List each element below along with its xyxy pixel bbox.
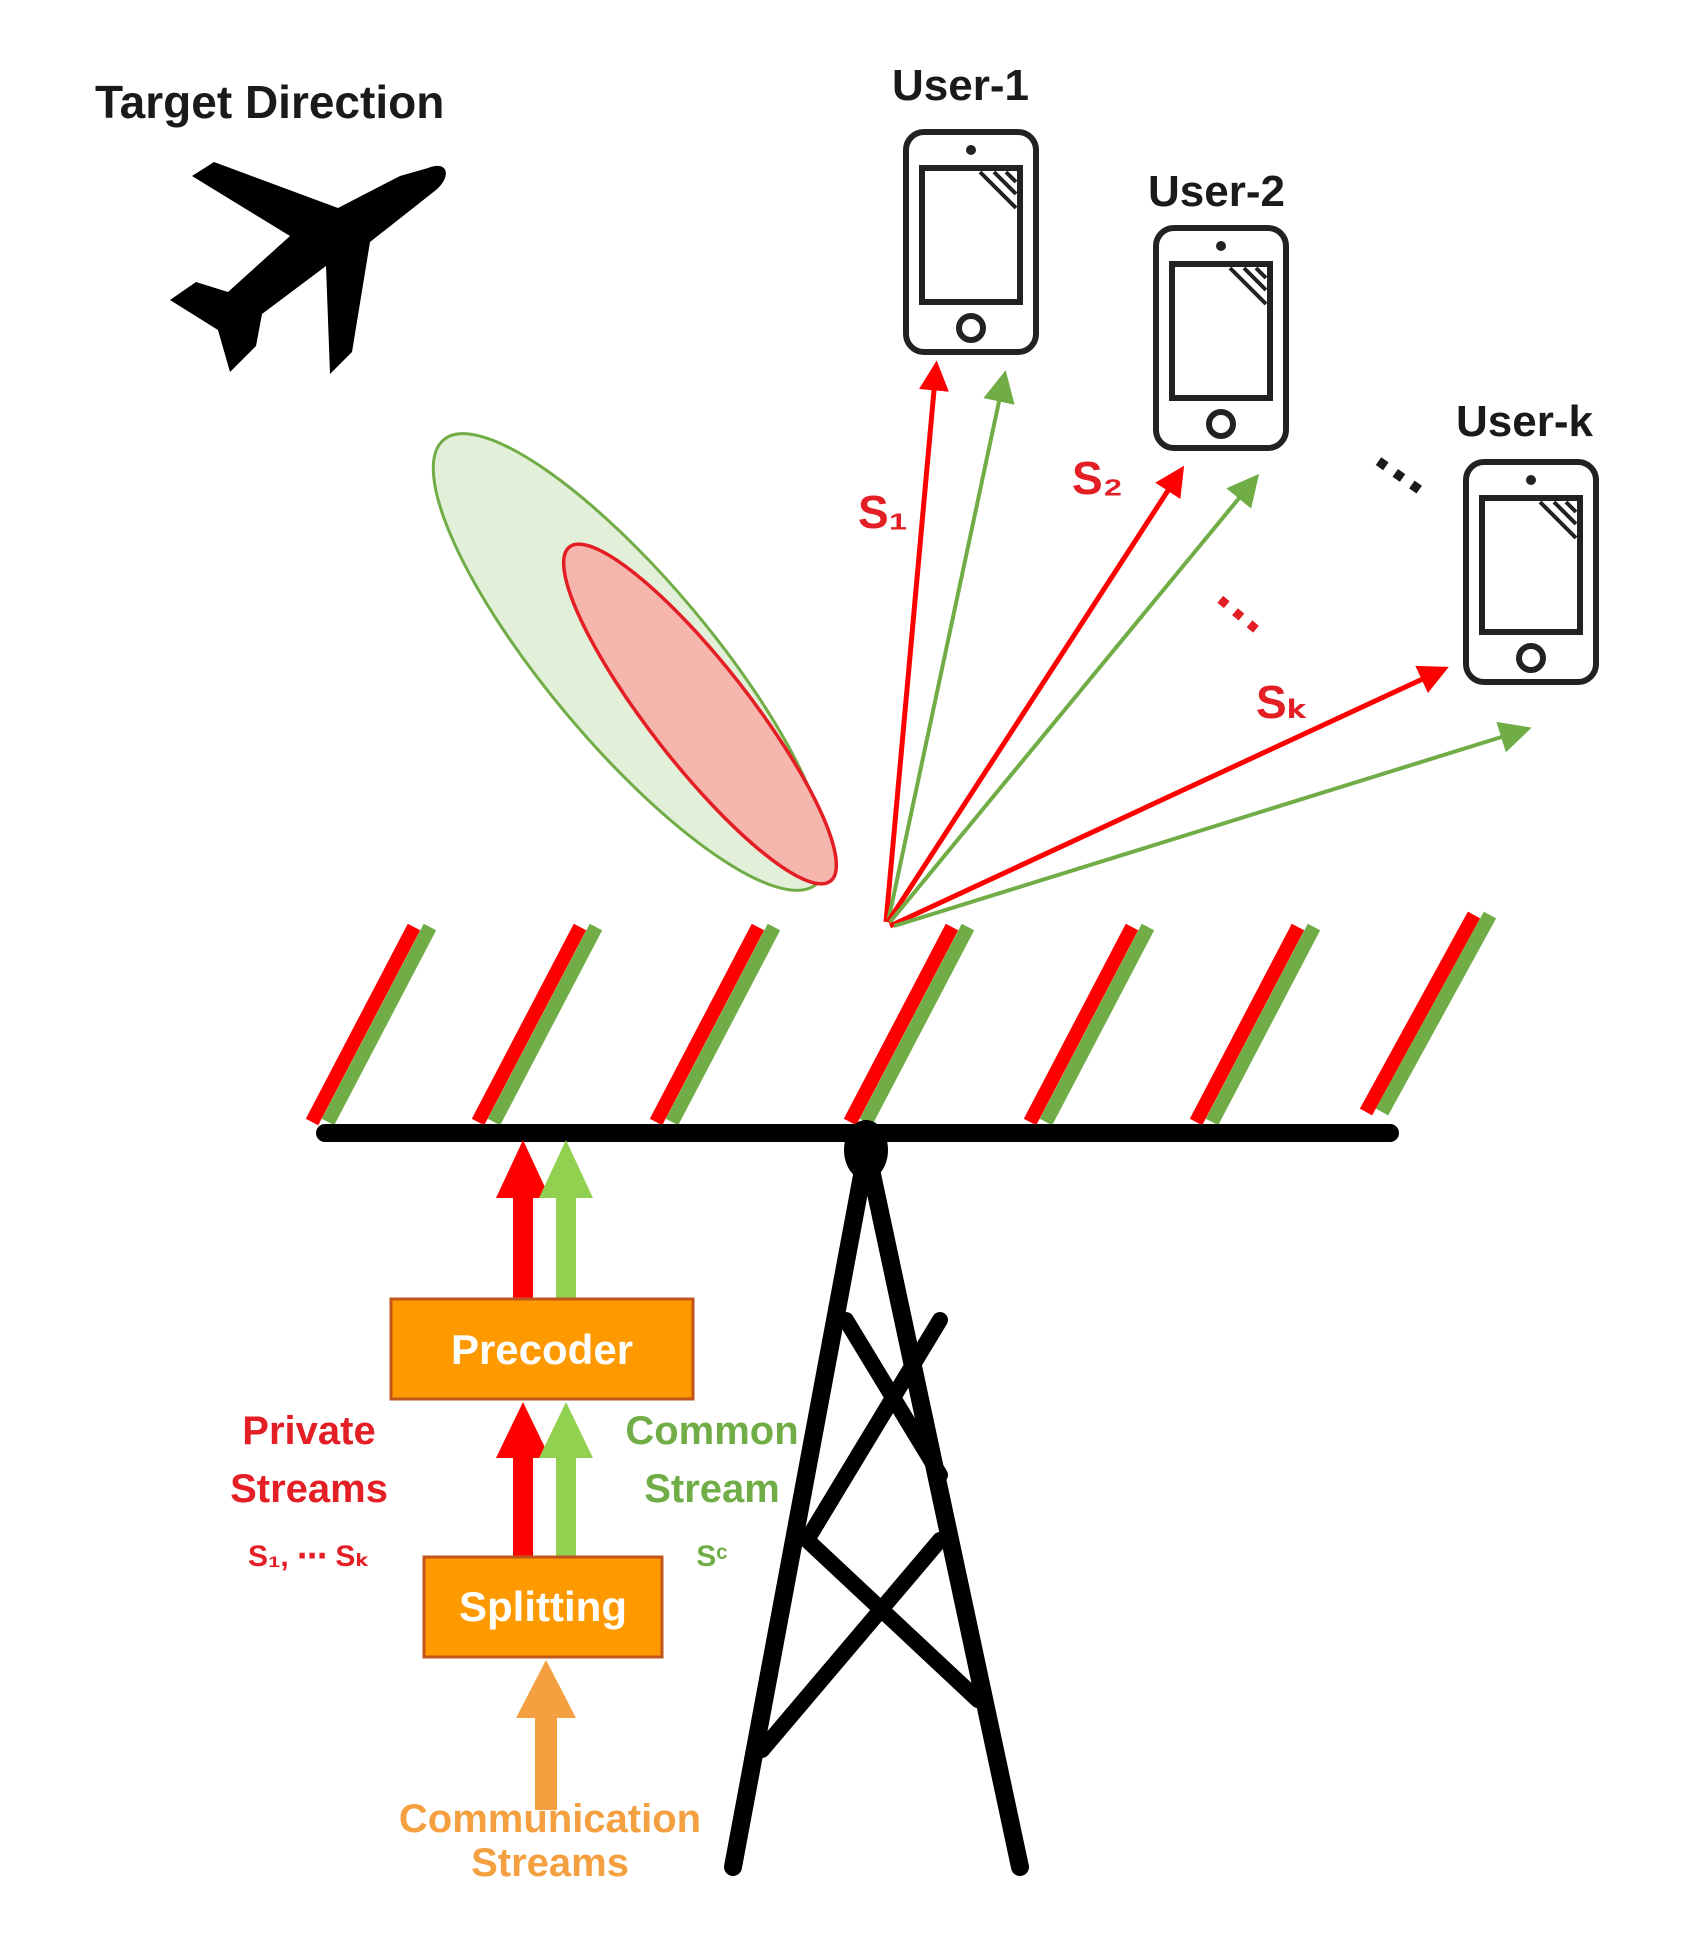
transmission-tower-icon — [316, 1120, 1399, 1876]
user-2-label: User-2 — [1148, 167, 1285, 216]
antenna-element — [649, 923, 781, 1126]
antenna-element — [1189, 923, 1321, 1126]
smartphone-icon — [1463, 459, 1599, 685]
precoder-output-arrows — [496, 1140, 593, 1298]
antenna-element — [843, 923, 975, 1126]
antenna-array — [305, 911, 1497, 1126]
antenna-element — [1359, 911, 1497, 1116]
communication-streams-label-2: Streams — [471, 1841, 629, 1885]
antenna-element — [1023, 923, 1155, 1126]
private-streams-symbols: S₁, ⋯ Sₖ — [248, 1540, 370, 1573]
common-stream-label-2: Stream — [644, 1467, 780, 1511]
antenna-element — [305, 923, 437, 1126]
private-streams-label-2: Streams — [230, 1467, 388, 1511]
smartphone-icon — [1153, 225, 1289, 451]
users-ellipsis: … — [1362, 413, 1456, 509]
s2-label: S₂ — [1072, 452, 1123, 504]
precoder-label: Precoder — [451, 1326, 633, 1373]
user-1-label: User-1 — [892, 61, 1029, 110]
user-k-label: User-k — [1456, 397, 1593, 446]
splitting-block: Splitting — [422, 1555, 664, 1659]
sk-label: Sₖ — [1256, 676, 1309, 728]
common-stream-label-1: Common — [625, 1409, 798, 1453]
private-streams-label-1: Private — [242, 1409, 375, 1453]
common-stream-symbol: Sᶜ — [696, 1540, 727, 1573]
antenna-element — [471, 923, 603, 1126]
airplane-icon — [170, 162, 446, 374]
streams-ellipsis: … — [1204, 557, 1293, 647]
sensing-beam — [431, 432, 839, 892]
target-direction-label: Target Direction — [95, 76, 444, 128]
precoder-block: Precoder — [389, 1297, 695, 1401]
s1-label: S₁ — [858, 486, 908, 538]
communication-beams — [883, 360, 1532, 929]
smartphone-icon — [903, 129, 1039, 355]
input-arrow — [516, 1660, 576, 1810]
splitting-label: Splitting — [459, 1583, 627, 1630]
splitting-output-arrows — [496, 1402, 593, 1557]
communication-streams-label-1: Communication — [399, 1797, 701, 1841]
